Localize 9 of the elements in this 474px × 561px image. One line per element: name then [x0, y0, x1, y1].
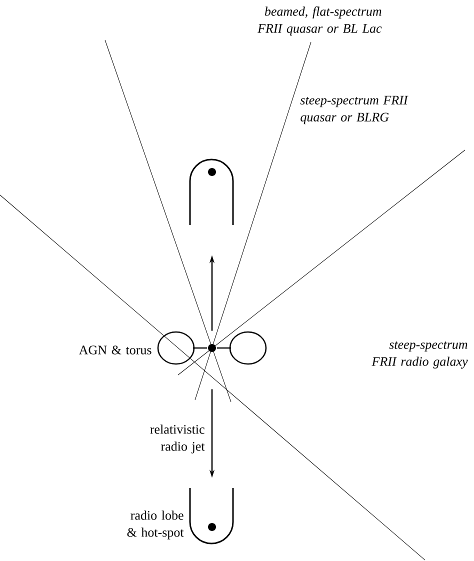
- region-label: steep-spectrum FRII quasar or BLRG: [300, 96, 408, 124]
- region-label: steep-spectrum FRII radio galaxy: [372, 341, 468, 369]
- part-label: AGN & torus: [78, 346, 152, 354]
- radio-lobe: [189, 488, 234, 544]
- nucleus-dot: [208, 344, 216, 352]
- radio-lobe: [189, 158, 234, 225]
- edge-label: relativistic radio jet: [150, 424, 205, 454]
- node-caption: radio lobe & hot-spot: [127, 510, 184, 540]
- region-label: beamed, flat-spectrum FRII quasar or BL Lac: [258, 6, 382, 36]
